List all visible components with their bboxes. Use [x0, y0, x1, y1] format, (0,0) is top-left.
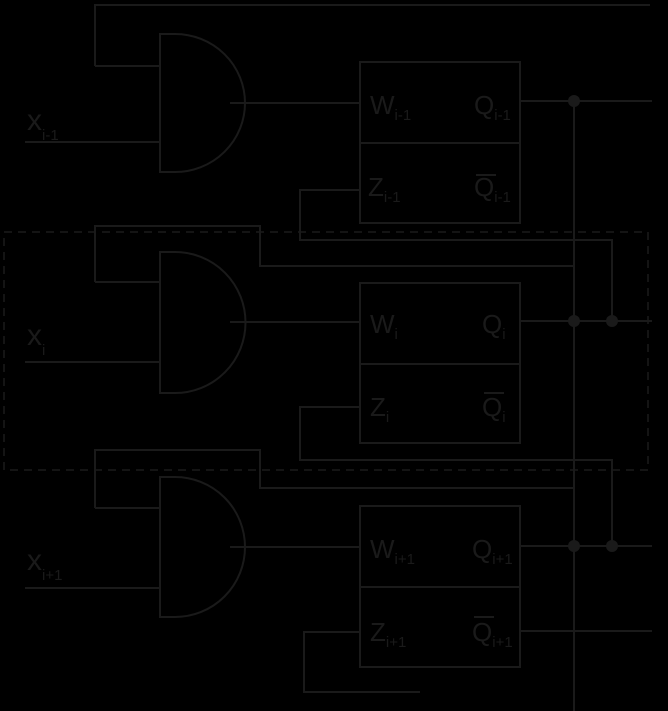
- stage-i-1: [25, 4, 652, 321]
- upper-feedback-wire: [94, 449, 574, 508]
- top-feedback-wire: [94, 4, 650, 66]
- z-label: Zi: [370, 392, 389, 426]
- z-feedback-wire: [299, 189, 613, 321]
- and-gate: [159, 476, 246, 618]
- w-label: Wi+1: [370, 534, 415, 568]
- input-label: xi-1: [27, 104, 59, 144]
- q-label: Qi-1: [474, 90, 511, 124]
- stage-i: [25, 225, 652, 546]
- q-label: Qi+1: [472, 534, 513, 568]
- and-gate: [159, 251, 247, 394]
- stage-i+1: [25, 449, 652, 693]
- z-label: Zi+1: [370, 617, 406, 651]
- junction-dot: [606, 315, 618, 327]
- qbar-label: Qi: [482, 392, 506, 426]
- qbar-label: Qi+1: [472, 617, 513, 651]
- highlight-region: [3, 231, 649, 471]
- input-label: xi+1: [27, 544, 62, 584]
- z-feedback-wire: [303, 631, 420, 693]
- w-label: Wi-1: [370, 90, 411, 124]
- input-label: xi: [27, 319, 45, 359]
- z-label: Zi-1: [368, 172, 401, 206]
- junction-dot: [606, 540, 618, 552]
- qbar-label: Qi-1: [474, 172, 511, 206]
- q-label: Qi: [482, 309, 506, 343]
- upper-feedback-wire: [94, 225, 574, 282]
- and-gate: [159, 33, 246, 173]
- z-feedback-wire: [299, 406, 613, 546]
- w-label: Wi: [370, 309, 398, 343]
